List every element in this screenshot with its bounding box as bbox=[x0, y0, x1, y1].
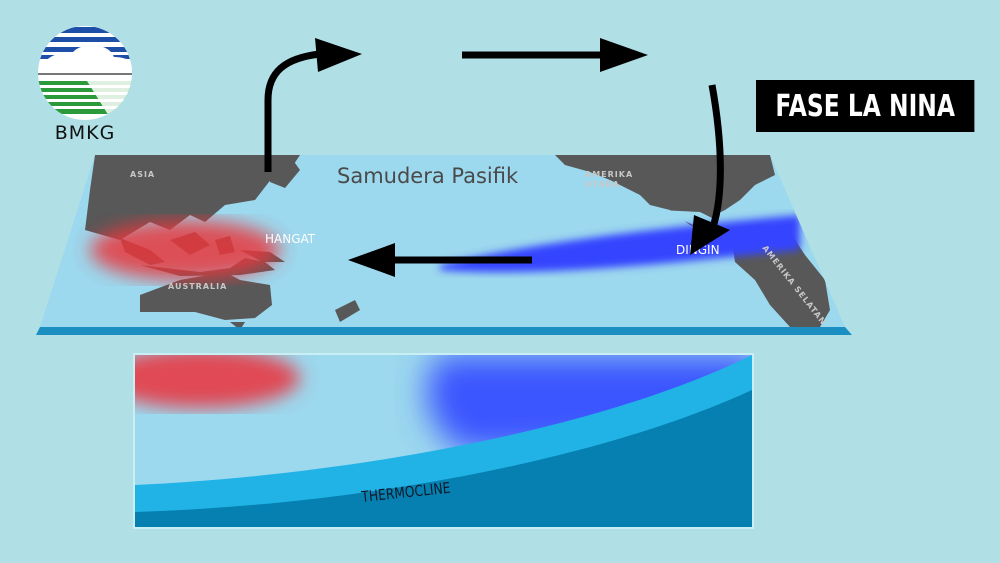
warm-water-pool bbox=[90, 220, 280, 280]
rising-arrow-head-icon bbox=[315, 38, 362, 72]
australia-landmass bbox=[140, 272, 272, 320]
upper-arrow-head-icon bbox=[600, 38, 648, 72]
new-zealand-landmass bbox=[335, 300, 360, 322]
asia-label: ASIA bbox=[130, 170, 155, 179]
ocean-cross-section: THERMOCLINE bbox=[133, 353, 754, 529]
japan-landmass bbox=[265, 156, 300, 188]
asia-landmass bbox=[85, 155, 300, 240]
trade-wind-arrow-head-icon bbox=[348, 243, 395, 277]
warm-label: HANGAT bbox=[265, 232, 316, 246]
walker-circulation bbox=[264, 38, 730, 277]
deep-water-layer bbox=[135, 390, 752, 527]
north-america-label-line2: UTARA bbox=[585, 180, 620, 189]
rising-air-arrow bbox=[264, 50, 321, 172]
pacific-map: Samudera Pasifik ASIA AUSTRALIA AMERIKA … bbox=[36, 155, 852, 335]
map-plane-edge bbox=[36, 327, 852, 335]
north-america-label-line1: AMERIKA bbox=[585, 170, 633, 179]
australia-label: AUSTRALIA bbox=[168, 282, 227, 291]
warm-water-layer bbox=[135, 355, 300, 408]
sinking-arrow-head-icon bbox=[690, 215, 730, 255]
phase-title-badge: FASE LA NINA bbox=[756, 80, 975, 132]
sinking-air-arrow bbox=[706, 84, 724, 237]
bmkg-logo bbox=[37, 25, 133, 121]
bmkg-logo-icon bbox=[38, 26, 132, 120]
ocean-label: Samudera Pasifik bbox=[337, 164, 519, 188]
bmkg-logo-text: BMKG bbox=[54, 122, 116, 144]
